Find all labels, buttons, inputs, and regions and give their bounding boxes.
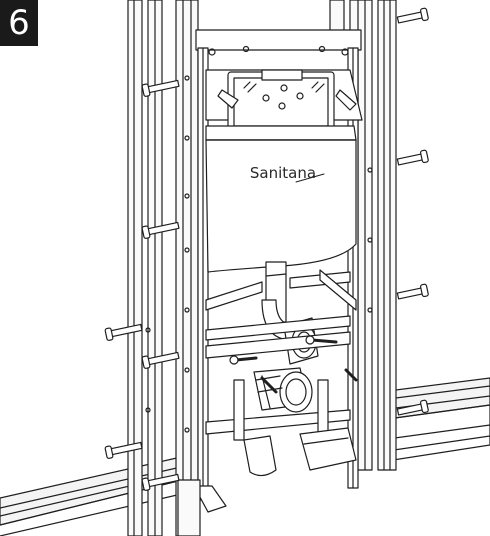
- stud-holes: [145, 75, 373, 433]
- frame-bolts: [229, 335, 358, 394]
- screw-icon-right: [396, 7, 429, 416]
- frame-cross-braces: [205, 269, 357, 359]
- lower-frame: [205, 379, 351, 477]
- brand-logo: Sanitana: [250, 164, 325, 183]
- brand-label: Sanitana: [250, 164, 316, 182]
- frame-upright-right: [347, 47, 359, 489]
- frame-top-bar: [195, 29, 362, 56]
- wall-stud-right-inner: [377, 0, 397, 471]
- wall-stud-left-outer: [127, 0, 163, 536]
- flush-plate-icon: [205, 69, 363, 133]
- cistern-body: [205, 125, 357, 273]
- wall-stud-left-inner: [175, 0, 199, 536]
- step-number-badge: 6: [0, 0, 38, 46]
- outlet-bend: [253, 367, 313, 413]
- frame-foot-left: [177, 479, 227, 536]
- screw-icon: [104, 79, 180, 491]
- frame-foot-right: [299, 427, 357, 471]
